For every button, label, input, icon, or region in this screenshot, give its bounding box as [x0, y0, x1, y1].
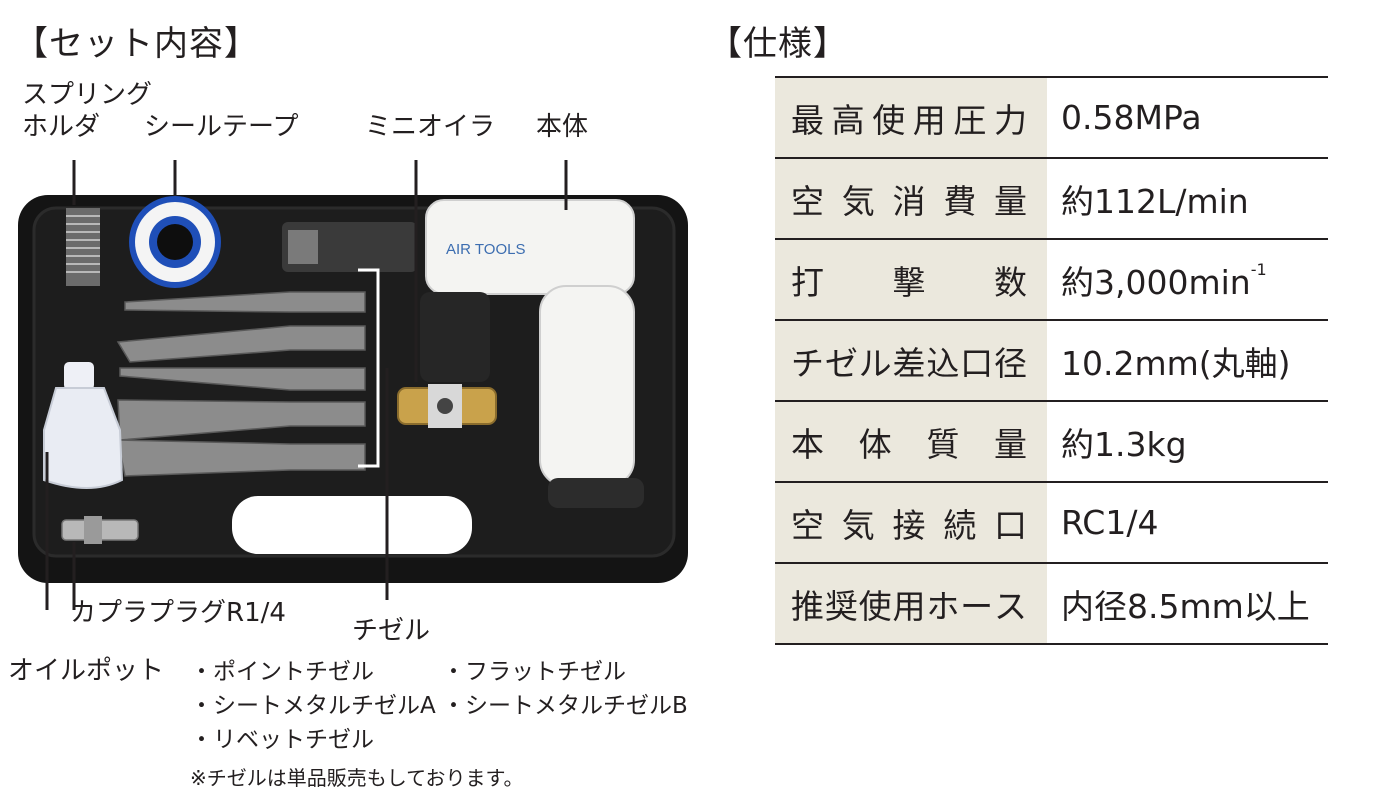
label-body: 本体	[536, 112, 589, 142]
spec-value-text: 10.2mm(丸軸)	[1061, 343, 1291, 383]
label-chisel: チゼル	[352, 616, 431, 646]
label-seal-tape: シールテープ	[144, 112, 299, 142]
spec-key-text: 最高使用圧力	[791, 100, 1027, 140]
mini-oiler	[397, 384, 497, 428]
spec-value-superscript: -1	[1250, 259, 1267, 279]
spec-row: 推奨使用ホース内径8.5mm以上	[775, 562, 1328, 645]
spec-value-text: 約1.3kg	[1061, 424, 1187, 464]
spec-key-text: 本体質量	[791, 424, 1027, 464]
chisel-bracket	[358, 268, 380, 468]
spec-key-text: 空気消費量	[791, 181, 1027, 221]
spec-value-text: 0.58MPa	[1061, 98, 1202, 137]
leader-lines	[45, 160, 568, 610]
chisel-list-item: ・シートメタルチゼルB	[442, 693, 688, 719]
chisel-list-item: ・シートメタルチゼルA	[190, 693, 436, 719]
brand-text: AIR TOOLS	[446, 241, 525, 258]
spec-key: 空気接続口	[775, 481, 1047, 563]
spec-value: 0.58MPa	[1047, 76, 1328, 158]
spec-row: 打撃数約3,000min-1	[775, 238, 1328, 320]
spec-row: チゼル差込口径 10.2mm(丸軸)	[775, 319, 1328, 401]
note-text: ※チゼルは単品販売もしております。	[190, 766, 524, 790]
chisels	[116, 291, 366, 477]
case-handle-cutout	[232, 496, 472, 554]
spring-holder	[66, 208, 100, 286]
spec-key-text: チゼル差込口径	[791, 343, 1027, 383]
spec-key: 空気消費量	[775, 157, 1047, 239]
label-spring-holder-2: ホルダ	[22, 112, 101, 142]
spec-value: 内径8.5mm以上	[1047, 562, 1328, 645]
spec-key: 本体質量	[775, 400, 1047, 482]
chisel-list-item: ・リベットチゼル	[190, 727, 374, 753]
spec-value: RC1/4	[1047, 481, 1328, 563]
spec-key-text: 推奨使用ホース	[791, 586, 1027, 626]
spec-key: 打撃数	[775, 238, 1047, 320]
spec-row: 空気消費量約112L/min	[775, 157, 1328, 239]
chisel-list-item: ・ポイントチゼル	[190, 659, 374, 685]
spec-row: 最高使用圧力 0.58MPa	[775, 76, 1328, 158]
spec-row: 本体質量約1.3kg	[775, 400, 1328, 482]
spec-value-text: RC1/4	[1061, 503, 1159, 542]
spec-value-text: 約112L/min	[1061, 181, 1249, 221]
spec-value: 約112L/min	[1047, 157, 1328, 239]
spec-key: チゼル差込口径	[775, 319, 1047, 401]
spec-value-text: 約3,000min	[1061, 262, 1251, 302]
air-hammer-body: AIR TOOLS	[420, 199, 644, 508]
spec-value: 10.2mm(丸軸)	[1047, 319, 1328, 401]
tool-set-illustration: AIR TOOLS	[18, 160, 688, 610]
coupler-plug	[61, 516, 139, 544]
label-mini-oiler: ミニオイラ	[365, 112, 496, 142]
spec-key-text: 打撃数	[791, 262, 1027, 302]
label-oil-pot: オイルポット	[8, 656, 165, 686]
spec-value: 約1.3kg	[1047, 400, 1328, 482]
spec-row: 空気接続口 RC1/4	[775, 481, 1328, 563]
label-spring-holder-1: スプリング	[22, 80, 153, 110]
spec-key: 最高使用圧力	[775, 76, 1047, 158]
chisel-list-item: ・フラットチゼル	[442, 659, 626, 685]
spec-key: 推奨使用ホース	[775, 562, 1047, 645]
set-contents-heading: 【セット内容】	[14, 24, 259, 64]
spec-key-text: 空気接続口	[791, 505, 1027, 545]
spec-value: 約3,000min-1	[1047, 238, 1328, 320]
spec-heading: 【仕様】	[708, 24, 848, 64]
oil-pot	[43, 362, 124, 489]
label-coupler-plug: カプラプラグR1/4	[70, 598, 286, 628]
spec-value-text: 内径8.5mm以上	[1061, 586, 1310, 626]
seal-tape	[129, 196, 221, 288]
